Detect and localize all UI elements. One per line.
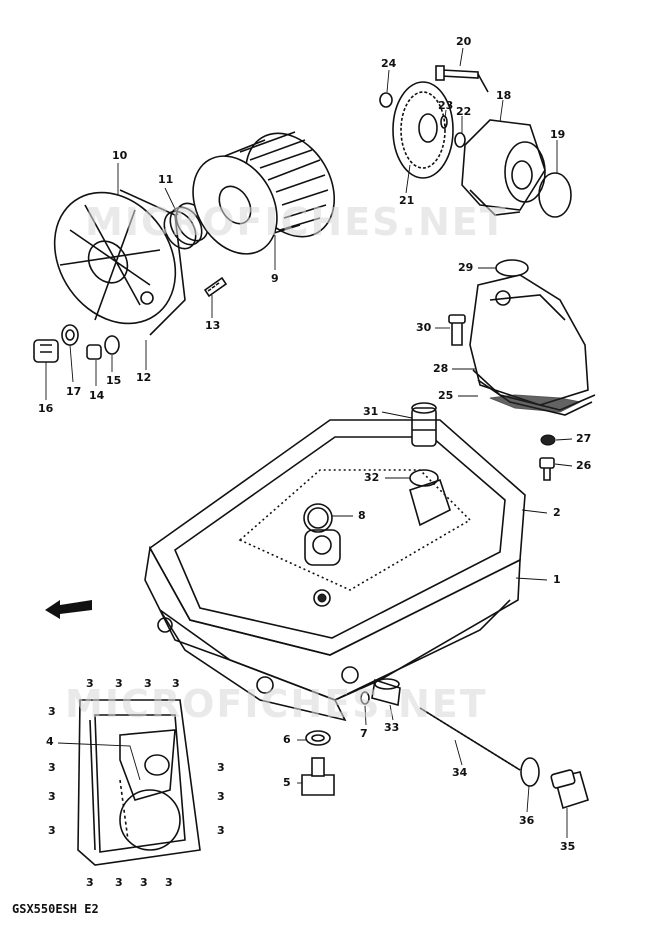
callout-8: 8 <box>358 509 366 522</box>
callout-3-left-2: 3 <box>48 761 56 774</box>
oil-pipe <box>409 402 439 487</box>
callout-3-left-3: 3 <box>48 790 56 803</box>
callout-23: 23 <box>438 99 454 112</box>
callout-3-bottom-4: 3 <box>165 876 173 889</box>
callout-14: 14 <box>89 389 105 402</box>
callout-3-top-2: 3 <box>115 677 123 690</box>
callout-20: 20 <box>456 35 472 48</box>
callout-3-right-2: 3 <box>217 790 225 803</box>
callout-31: 31 <box>363 405 379 418</box>
callout-1: 1 <box>553 573 561 586</box>
filter-spring <box>163 202 209 250</box>
relief-valve <box>419 707 589 810</box>
fwd-arrow <box>45 600 92 619</box>
callout-3-right-1: 3 <box>217 761 225 774</box>
callout-26: 26 <box>576 459 592 472</box>
callout-3-bottom-3: 3 <box>140 876 148 889</box>
pump-o-ring <box>538 172 572 218</box>
callout-3-top-3: 3 <box>144 677 152 690</box>
callout-18: 18 <box>496 89 512 102</box>
callout-3-top-4: 3 <box>172 677 180 690</box>
callout-34: 34 <box>452 766 468 779</box>
callout-19: 19 <box>550 128 566 141</box>
callout-9: 9 <box>271 272 279 285</box>
callout-3-top-1: 3 <box>86 677 94 690</box>
callout-16: 16 <box>38 402 54 415</box>
callout-11: 11 <box>158 173 174 186</box>
callout-21: 21 <box>399 194 415 207</box>
callout-22: 22 <box>456 105 472 118</box>
callout-33: 33 <box>384 721 400 734</box>
callout-15: 15 <box>106 374 122 387</box>
callout-4: 4 <box>46 735 54 748</box>
callout-29: 29 <box>458 261 474 274</box>
callout-36: 36 <box>519 814 535 827</box>
callout-3-bottom-2: 3 <box>115 876 123 889</box>
pump-bolt-set <box>379 65 489 148</box>
oil-pump-gear <box>392 81 454 179</box>
oil-filter-cover <box>53 189 186 336</box>
callout-10: 10 <box>112 149 128 162</box>
callout-17: 17 <box>66 385 82 398</box>
callout-24: 24 <box>381 57 397 70</box>
callout-35: 35 <box>560 840 576 853</box>
callout-27: 27 <box>576 432 592 445</box>
callout-12: 12 <box>136 371 152 384</box>
callout-3-right-3: 3 <box>217 824 225 837</box>
strainer-bolt <box>539 434 556 481</box>
callout-25: 25 <box>438 389 454 402</box>
drain-plug-set <box>301 678 401 796</box>
filter-stud <box>203 276 228 298</box>
callout-6: 6 <box>283 733 291 746</box>
callout-3-left-4: 3 <box>48 824 56 837</box>
oil-pump <box>461 119 546 216</box>
oil-pan-gasket <box>148 419 526 656</box>
filter-bolt-set <box>33 324 120 363</box>
model-code: GSX550ESH E2 <box>12 902 99 916</box>
callout-2: 2 <box>553 506 561 519</box>
callout-32: 32 <box>364 471 380 484</box>
leader-lines <box>45 47 573 838</box>
oil-strainer <box>448 259 596 416</box>
oil-filter-element <box>192 131 336 255</box>
callout-28: 28 <box>433 362 449 375</box>
callout-13: 13 <box>205 319 221 332</box>
callout-3-left-1: 3 <box>48 705 56 718</box>
pan-bolt-inset <box>77 699 201 866</box>
callout-3-bottom-1: 3 <box>86 876 94 889</box>
callout-5: 5 <box>283 776 291 789</box>
watermark-bottom: MICROFICHES.NET <box>65 682 488 726</box>
watermark-top: MICROFICHES.NET <box>85 200 508 244</box>
callout-7: 7 <box>360 727 368 740</box>
callout-30: 30 <box>416 321 432 334</box>
oil-pan <box>144 478 521 722</box>
